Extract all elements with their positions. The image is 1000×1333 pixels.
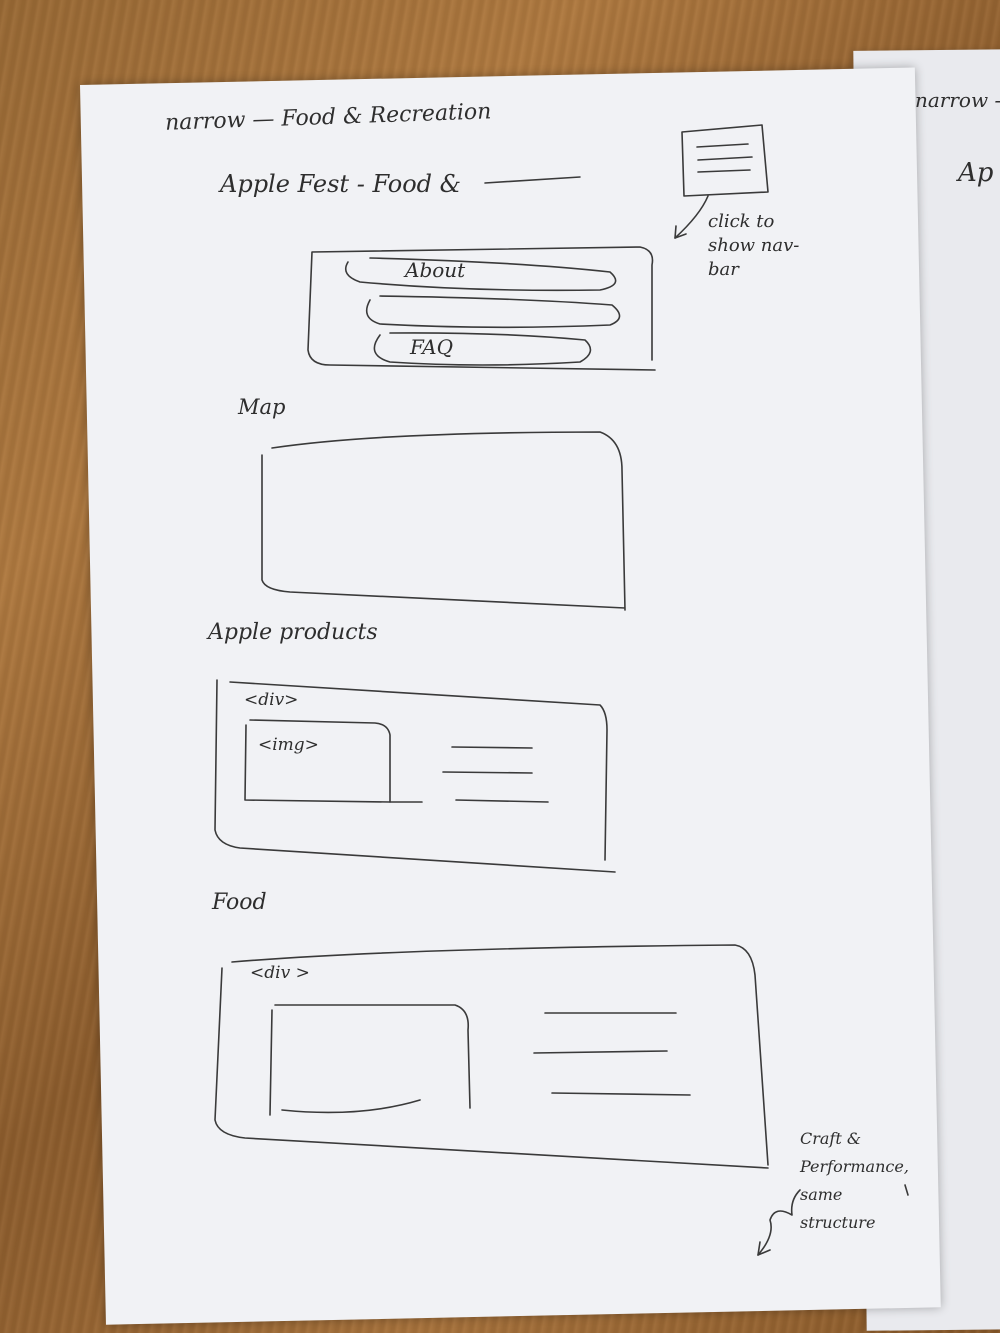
menu-icon — [681, 124, 769, 197]
products-text-line-1 — [451, 746, 533, 749]
nav-bar-box — [307, 246, 656, 371]
products-image — [244, 719, 391, 803]
food-div-label: <div > — [250, 963, 310, 983]
right-page-fragment: narrow - — [915, 88, 1000, 112]
footer-arrow-icon — [757, 1189, 801, 1256]
title-underline — [484, 176, 581, 184]
menu-icon-line-2 — [697, 156, 753, 161]
products-div-label: <div> — [244, 690, 299, 710]
footer-note: Craft & Performance, same structure — [800, 1129, 909, 1232]
products-text-line-3 — [455, 799, 549, 803]
map-heading: Map — [238, 395, 286, 419]
map-box — [261, 431, 626, 611]
nav-note: click to show nav-bar — [708, 211, 800, 280]
nav-item-faq: FAQ — [410, 335, 453, 359]
arrow-icon — [674, 195, 709, 239]
products-text-line-2 — [442, 771, 533, 774]
nav-item-about: About — [405, 258, 466, 282]
right-page-fragment-2: Ap — [958, 158, 994, 188]
products-card — [214, 679, 616, 873]
menu-icon-line-3 — [697, 169, 751, 173]
food-image — [269, 1004, 471, 1116]
page-title: Apple Fest - Food & — [220, 170, 462, 198]
nav-pill-2 — [365, 295, 621, 329]
food-heading: Food — [212, 890, 267, 915]
food-text-line-3 — [551, 1092, 691, 1096]
products-heading: Apple products — [208, 620, 378, 645]
menu-icon-line-1 — [696, 143, 749, 148]
food-text-line-2 — [533, 1050, 668, 1054]
nav-pill-1 — [344, 257, 617, 292]
nav-pill-3 — [373, 332, 592, 366]
food-card — [214, 944, 769, 1169]
products-img-label: <img> — [258, 735, 319, 755]
